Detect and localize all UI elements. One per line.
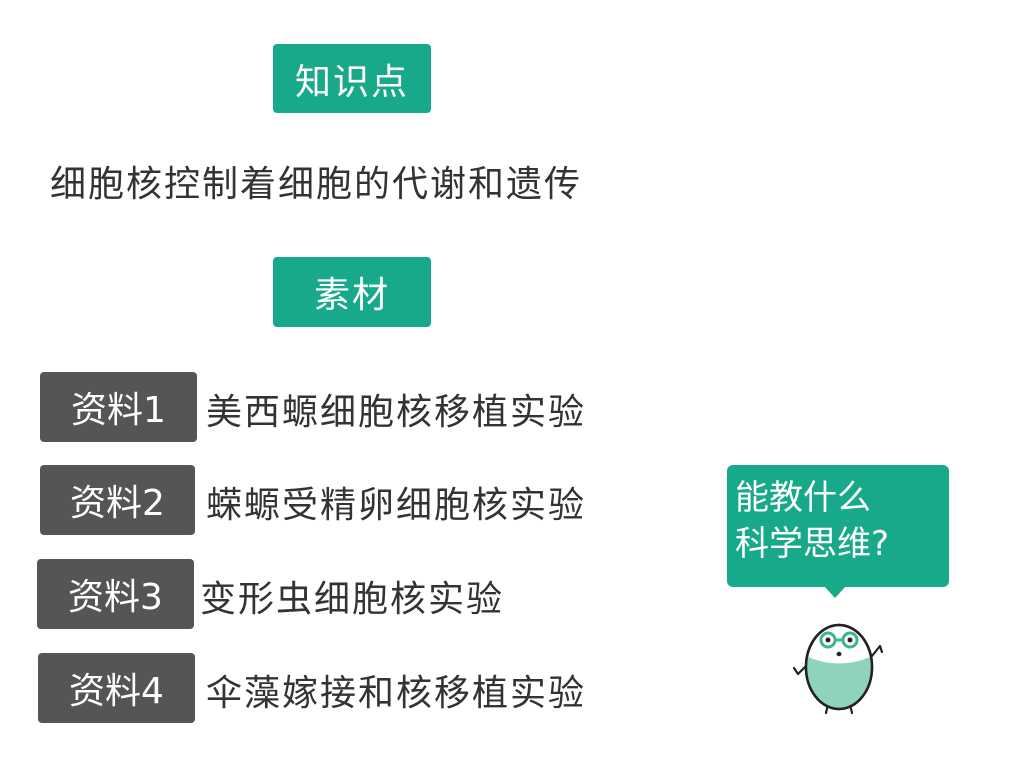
bubble-line-2: 科学思维? — [735, 524, 890, 564]
material-2-badge: 资料2 — [40, 465, 195, 535]
speech-bubble-tail — [824, 586, 846, 598]
material-3-text: 变形虫细胞核实验 — [200, 579, 505, 620]
materials-label: 素材 — [313, 275, 390, 316]
material-1-label: 资料1 — [71, 390, 166, 431]
material-3-badge: 资料3 — [37, 559, 194, 629]
knowledge-point-text: 细胞核控制着细胞的代谢和遗传 — [50, 164, 583, 205]
material-2-label: 资料2 — [70, 483, 165, 524]
egg-mascot-icon — [792, 623, 884, 715]
material-4-text: 伞藻嫁接和核移植实验 — [206, 673, 587, 714]
materials-badge: 素材 — [273, 257, 431, 327]
knowledge-point-badge: 知识点 — [273, 44, 431, 113]
knowledge-point-label: 知识点 — [294, 61, 409, 103]
material-2-text: 蝾螈受精卵细胞核实验 — [206, 485, 587, 526]
material-3-label: 资料3 — [68, 577, 163, 618]
speech-bubble: 能教什么 科学思维? — [727, 465, 949, 587]
bubble-line-1: 能教什么 — [735, 478, 871, 518]
material-4-badge: 资料4 — [38, 653, 195, 723]
material-1-text: 美西螈细胞核移植实验 — [206, 392, 587, 433]
material-1-badge: 资料1 — [40, 372, 197, 442]
material-4-label: 资料4 — [69, 671, 164, 712]
